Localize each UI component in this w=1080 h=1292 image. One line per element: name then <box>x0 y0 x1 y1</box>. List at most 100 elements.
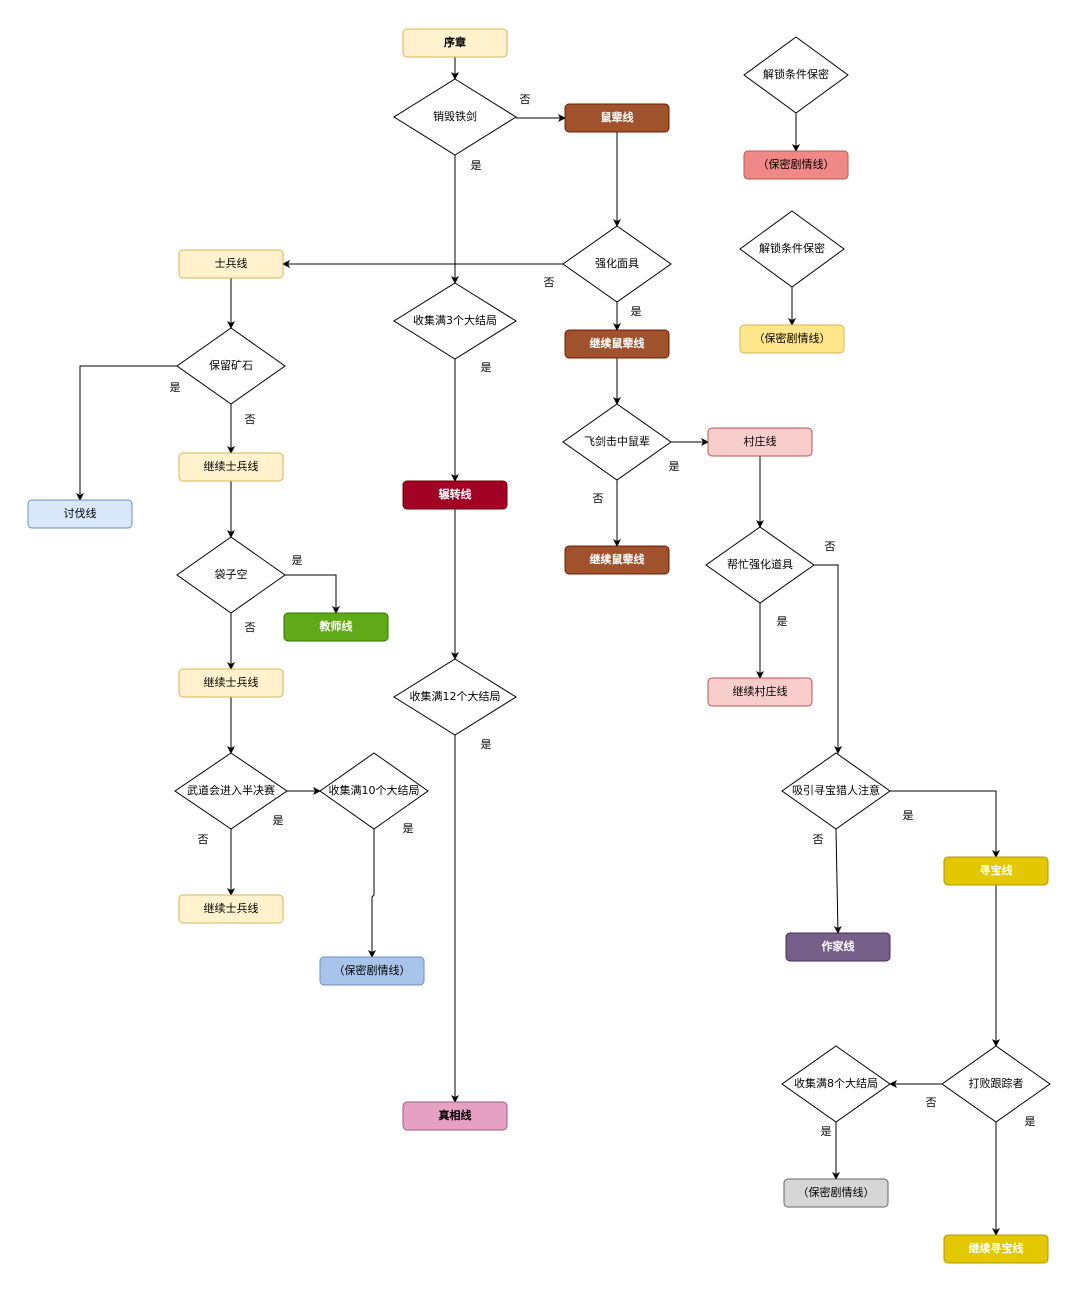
storyline-label: 作家线 <box>822 939 855 953</box>
node-secret_red[interactable]: （保密剧情线） <box>743 150 849 180</box>
storyline-box <box>783 1178 889 1208</box>
node-d_unlock_2[interactable]: 解锁条件保密 <box>739 210 845 288</box>
node-crusade_line[interactable]: 讨伐线 <box>27 499 133 529</box>
node-d_beat_tracker[interactable]: 打败跟踪者 <box>941 1045 1051 1123</box>
decision-label: 解锁条件保密 <box>763 67 829 81</box>
decision-diamond <box>393 78 517 156</box>
node-soldier_continue_3[interactable]: 继续士兵线 <box>178 894 284 924</box>
decision-diamond <box>174 752 288 830</box>
node-d_destroy_sword[interactable]: 销毁铁剑 <box>393 78 517 156</box>
decision-label: 收集满12个大结局 <box>410 689 501 703</box>
edge-label: 是 <box>777 615 788 628</box>
node-secret_blue[interactable]: （保密剧情线） <box>319 956 425 986</box>
node-d_bag_empty[interactable]: 袋子空 <box>176 536 286 614</box>
edge-label: 是 <box>471 159 482 172</box>
storyline-box <box>402 28 508 58</box>
decision-label: 收集满10个大结局 <box>329 783 420 797</box>
storyline-label: 继续鼠辈线 <box>590 336 645 350</box>
storyline-box <box>319 956 425 986</box>
storyline-box <box>943 1234 1049 1264</box>
storyline-label: 继续寻宝线 <box>969 1241 1024 1255</box>
edge-label: 是 <box>669 460 680 473</box>
storyline-label: 继续鼠辈线 <box>590 552 645 566</box>
storyline-label: 讨伐线 <box>64 506 97 520</box>
node-d_strengthen_mask[interactable]: 强化面具 <box>562 225 672 303</box>
node-village_line[interactable]: 村庄线 <box>707 427 813 457</box>
decision-diamond <box>781 752 891 830</box>
decision-label: 收集满8个大结局 <box>794 1076 878 1090</box>
storyline-label: 教师线 <box>319 619 353 633</box>
edge-label: 否 <box>245 621 256 634</box>
node-teacher_line[interactable]: 教师线 <box>283 612 389 642</box>
node-d_flying_sword[interactable]: 飞剑击中鼠辈 <box>562 403 672 481</box>
node-soldier_continue_1[interactable]: 继续士兵线 <box>178 452 284 482</box>
node-rat_line[interactable]: 鼠辈线 <box>564 103 670 133</box>
node-secret_gray[interactable]: （保密剧情线） <box>783 1178 889 1208</box>
storyline-box <box>178 894 284 924</box>
storyline-box <box>178 452 284 482</box>
edges-layer <box>76 57 1000 1236</box>
edge-label: 是 <box>170 381 181 394</box>
decision-label: 武道会进入半决赛 <box>187 783 275 797</box>
node-d_collect_10[interactable]: 收集满10个大结局 <box>319 752 429 830</box>
decision-diamond <box>562 403 672 481</box>
storyline-label: 寻宝线 <box>980 863 1013 877</box>
edge-label: 是 <box>481 361 492 374</box>
storyline-box <box>564 103 670 133</box>
edge-label: 是 <box>1025 1115 1036 1128</box>
storyline-label: 村庄线 <box>744 434 777 448</box>
decision-label: 打败跟踪者 <box>969 1076 1024 1090</box>
storyline-label: 继续村庄线 <box>733 684 788 698</box>
decision-label: 飞剑击中鼠辈 <box>584 434 650 448</box>
storyline-box <box>707 677 813 707</box>
connector-d_keep_ore-to-crusade_line <box>76 365 177 501</box>
storyline-label: 辗转线 <box>439 487 472 501</box>
node-village_continue[interactable]: 继续村庄线 <box>707 677 813 707</box>
edge-label: 否 <box>825 540 836 553</box>
node-secret_yellow[interactable]: （保密剧情线） <box>739 324 845 354</box>
edge-label: 是 <box>481 738 492 751</box>
node-rat_continue_2[interactable]: 继续鼠辈线 <box>564 545 670 575</box>
decision-diamond <box>739 210 845 288</box>
node-rat_continue_1[interactable]: 继续鼠辈线 <box>564 329 670 359</box>
node-prologue[interactable]: 序章 <box>402 28 508 58</box>
storyline-label: （保密剧情线） <box>334 963 411 977</box>
storyline-box <box>178 249 284 279</box>
edge-label: 是 <box>631 305 642 318</box>
node-d_collect_8[interactable]: 收集满8个大结局 <box>781 1045 891 1123</box>
node-d_martial_semifinal[interactable]: 武道会进入半决赛 <box>174 752 288 830</box>
node-writer_line[interactable]: 作家线 <box>785 932 891 962</box>
node-d_unlock_1[interactable]: 解锁条件保密 <box>743 36 849 114</box>
decision-diamond <box>705 526 815 604</box>
storyline-label: 士兵线 <box>215 256 248 270</box>
storyline-label: 继续士兵线 <box>204 901 259 915</box>
connector-d_attract_hunter-to-treasure_line <box>890 790 1000 858</box>
node-d_attract_hunter[interactable]: 吸引寻宝猎人注意 <box>781 752 891 830</box>
decision-diamond <box>176 536 286 614</box>
edge-label: 是 <box>821 1125 832 1138</box>
node-truth_line[interactable]: 真相线 <box>402 1101 508 1131</box>
node-d_collect_3[interactable]: 收集满3个大结局 <box>393 282 517 360</box>
decision-diamond <box>319 752 429 830</box>
node-d_collect_12[interactable]: 收集满12个大结局 <box>393 658 517 736</box>
node-d_help_item[interactable]: 帮忙强化道具 <box>705 526 815 604</box>
storyline-label: （保密剧情线） <box>758 157 835 171</box>
decision-label: 保留矿石 <box>209 358 253 372</box>
node-turn_line[interactable]: 辗转线 <box>402 480 508 510</box>
decision-label: 吸引寻宝猎人注意 <box>792 783 880 797</box>
storyline-box <box>178 668 284 698</box>
storyline-box <box>402 480 508 510</box>
edge-label: 否 <box>245 413 256 426</box>
decision-label: 销毁铁剑 <box>433 109 477 123</box>
node-treasure_line[interactable]: 寻宝线 <box>943 856 1049 886</box>
node-treasure_continue[interactable]: 继续寻宝线 <box>943 1234 1049 1264</box>
node-soldier_line[interactable]: 士兵线 <box>178 249 284 279</box>
decision-diamond <box>781 1045 891 1123</box>
node-d_keep_ore[interactable]: 保留矿石 <box>176 327 286 405</box>
decision-label: 强化面具 <box>595 256 639 270</box>
node-soldier_continue_2[interactable]: 继续士兵线 <box>178 668 284 698</box>
storyline-label: 继续士兵线 <box>204 675 259 689</box>
edge-label: 否 <box>544 276 555 289</box>
